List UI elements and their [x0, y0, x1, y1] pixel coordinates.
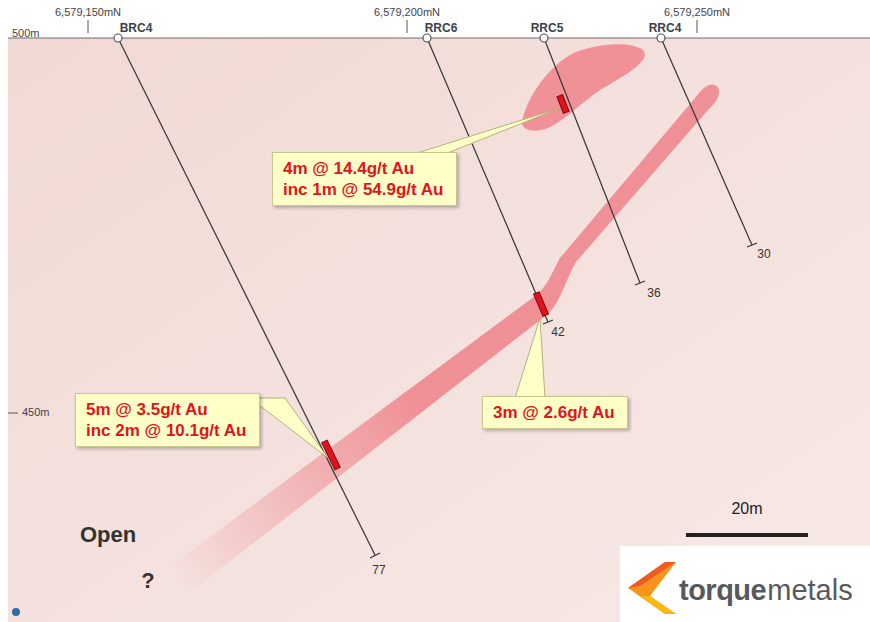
assay-callout: 4m @ 14.4g/t Auinc 1m @ 54.9g/t Au [272, 152, 457, 206]
hole-depth: 36 [647, 286, 660, 300]
ore-lode [168, 85, 719, 594]
elevation-label: 450m [22, 406, 50, 418]
hole-id: RRC5 [531, 21, 564, 35]
hole-id: RRC6 [425, 21, 458, 35]
scale-bar [686, 533, 808, 537]
collars [114, 34, 665, 42]
ore-pod [522, 44, 645, 130]
hole-depth: 77 [372, 563, 385, 577]
logo-panel [620, 546, 870, 622]
assay-callout: 5m @ 3.5g/t Auinc 2m @ 10.1g/t Au [75, 393, 260, 447]
logo-word: metals [767, 574, 852, 607]
assay-text: 5m @ 3.5g/t Au [86, 399, 249, 420]
ground-section [8, 38, 870, 622]
query-mark: ? [141, 568, 154, 594]
hole-id: RRC4 [649, 21, 682, 35]
assay-text: 3m @ 2.6g/t Au [493, 402, 617, 423]
assay-callout: 3m @ 2.6g/t Au [482, 396, 628, 429]
hole-depth: 30 [757, 247, 770, 261]
northing-ticks [8, 20, 697, 413]
northing-label: 6,579,150mN [55, 6, 121, 18]
assay-text: inc 2m @ 10.1g/t Au [86, 420, 249, 441]
scale-label: 20m [731, 500, 762, 518]
elevation-label: 500m [12, 27, 40, 39]
northing-label: 6,579,250mN [664, 6, 730, 18]
logo-word: torque [679, 574, 766, 607]
assay-text: 4m @ 14.4g/t Au [283, 158, 446, 179]
hole-depth: 42 [551, 325, 564, 339]
corner-icon [12, 608, 20, 616]
northing-label: 6,579,200mN [374, 6, 440, 18]
open-label: Open [80, 522, 136, 548]
assay-text: inc 1m @ 54.9g/t Au [283, 179, 446, 200]
surface-line [8, 38, 870, 39]
drill-holes [118, 38, 757, 558]
logo-mark [628, 562, 676, 614]
hole-id: BRC4 [120, 21, 153, 35]
